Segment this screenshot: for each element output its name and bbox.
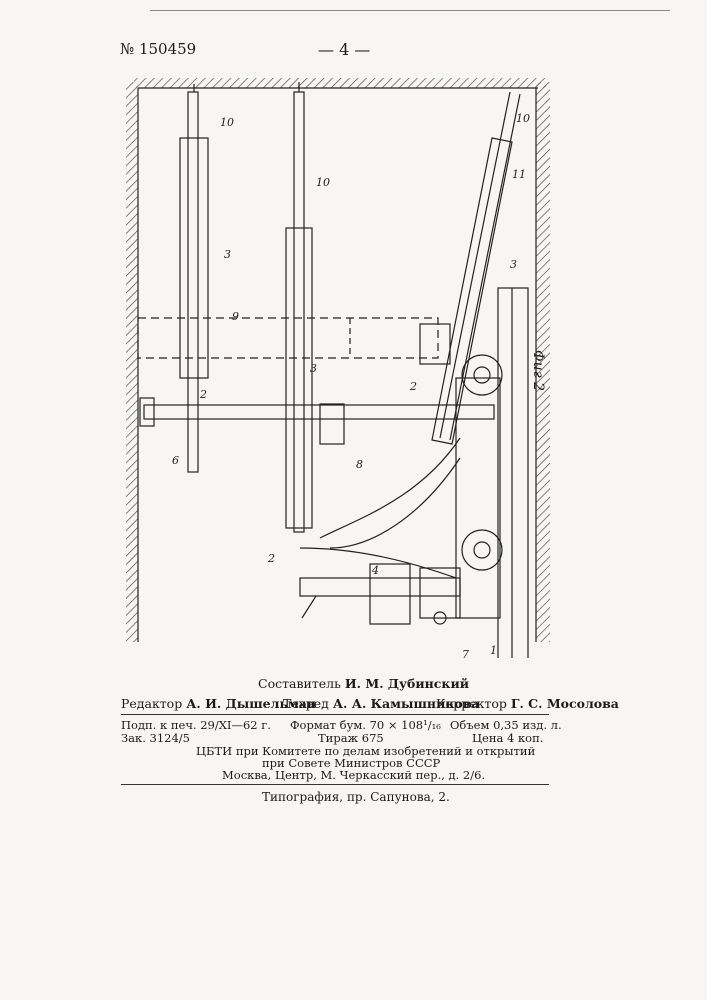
signed-to-print: Подп. к печ. 29/XI—62 г. <box>121 718 271 732</box>
roof-hatch <box>134 78 546 88</box>
label-10c: 10 <box>516 112 530 125</box>
label-2c: 2 <box>267 552 275 565</box>
compiler-credit: Составитель И. М. Дубинский <box>258 676 469 691</box>
order-number: Зак. 3124/5 <box>121 731 190 745</box>
label-2a: 2 <box>199 388 207 401</box>
label-6: 6 <box>172 454 179 467</box>
label-1: 1 <box>490 644 497 657</box>
column <box>144 405 494 419</box>
label-3b: 3 <box>310 362 317 375</box>
label-3c: 3 <box>510 258 517 271</box>
upper-boom <box>188 92 198 472</box>
separator-rule-2 <box>121 784 549 785</box>
label-3a: 3 <box>224 248 231 261</box>
label-2b: 2 <box>409 380 417 393</box>
label-11: 11 <box>512 168 526 181</box>
label-8: 8 <box>356 458 363 471</box>
rail <box>498 288 528 658</box>
volume: Объем 0,35 изд. л. <box>450 718 562 732</box>
print-run: Тираж 675 <box>318 731 384 745</box>
separator-rule <box>121 714 549 715</box>
bottom-drill <box>300 578 460 596</box>
printing-house: Типография, пр. Сапунова, 2. <box>262 790 450 804</box>
hose <box>320 438 460 538</box>
top-rule <box>150 10 670 11</box>
page-number: — 4 — <box>318 40 370 59</box>
wheel-bottom <box>462 530 502 570</box>
label-10b: 10 <box>316 176 330 189</box>
corrector-credit: Корректор Г. С. Мосолова <box>436 696 619 711</box>
label-4: 4 <box>371 564 379 577</box>
label-7: 7 <box>462 648 469 658</box>
figure-caption: Фиг 2 <box>530 350 546 391</box>
label-10a: 10 <box>220 116 234 129</box>
price: Цена 4 коп. <box>472 731 543 745</box>
patent-number: № 150459 <box>120 40 196 58</box>
middle-boom <box>294 92 304 532</box>
technical-drawing: 1 2 2 2 3 3 3 4 6 7 8 9 10 10 10 11 <box>120 78 560 658</box>
address: Москва, Центр, М. Черкасский пер., д. 2/… <box>222 768 485 782</box>
label-9: 9 <box>232 310 239 323</box>
left-wall-hatch <box>126 82 138 642</box>
paper-format: Формат бум. 70 × 108¹/₁₆ <box>290 718 441 732</box>
